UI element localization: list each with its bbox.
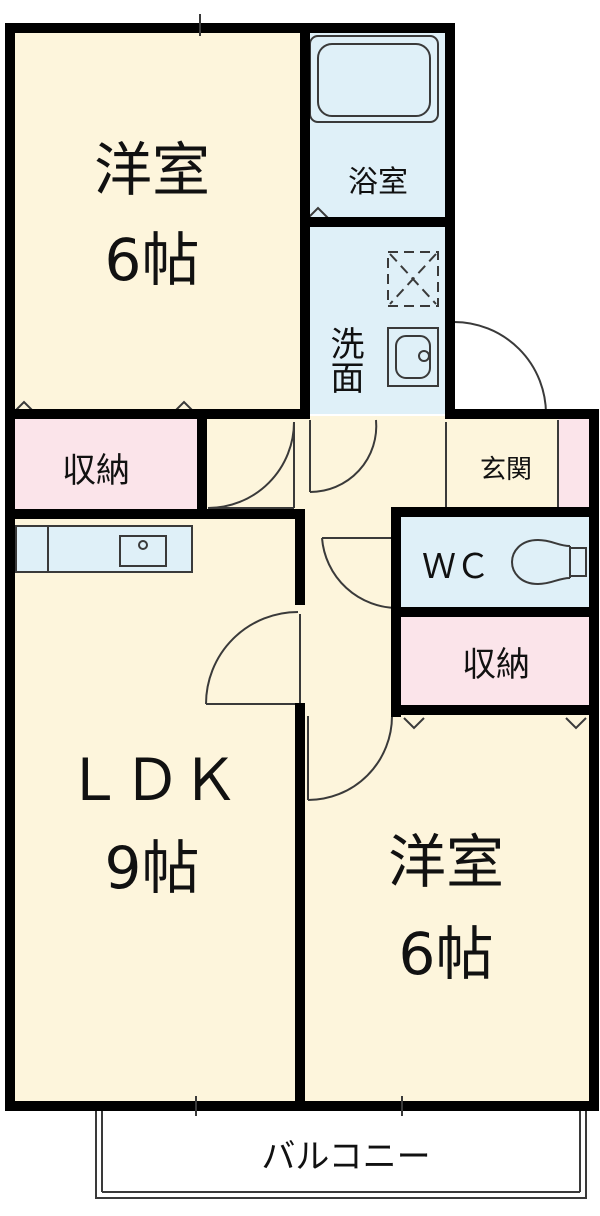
western-room-2-name: 洋室 xyxy=(388,828,504,896)
ldk-room xyxy=(10,516,302,1106)
door-storage-1-icon xyxy=(207,421,295,509)
ldk-size: 9帖 xyxy=(105,834,200,902)
ldk-name: ＬＤＫ xyxy=(65,746,239,814)
wc-label: ＷＣ xyxy=(422,547,490,587)
toilet-icon xyxy=(510,538,587,586)
washroom-label: 洗面 xyxy=(324,326,364,394)
balcony-label: バルコニー xyxy=(261,1137,430,1177)
bath-label: 浴室 xyxy=(348,165,408,200)
storage-2-label: 収納 xyxy=(462,645,530,685)
balcony xyxy=(95,1105,587,1199)
western-room-2 xyxy=(302,710,590,1106)
kitchen-counter-icon xyxy=(15,525,193,573)
door-wc-icon xyxy=(321,537,399,610)
storage-2 xyxy=(400,614,590,710)
washing-machine-icon xyxy=(387,251,439,307)
storage-1-label: 収納 xyxy=(62,451,130,491)
western-room-1 xyxy=(10,28,305,412)
wc-room xyxy=(400,516,590,608)
bath-room xyxy=(305,28,445,220)
western-room-1-name: 洋室 xyxy=(94,136,210,204)
hallway-lower xyxy=(300,510,400,710)
door-ldk-icon xyxy=(205,611,299,705)
entrance-label: 玄関 xyxy=(480,455,532,485)
washroom xyxy=(305,224,445,414)
door-washroom-icon xyxy=(309,419,378,494)
entrance-storage xyxy=(558,416,590,512)
door-entrance-icon xyxy=(453,321,547,415)
storage-1 xyxy=(10,416,206,512)
western-room-1-size: 6帖 xyxy=(105,226,200,294)
sink-icon xyxy=(387,327,439,387)
entrance xyxy=(452,416,558,512)
walls xyxy=(5,23,599,1111)
door-western-room-2-icon xyxy=(307,715,393,801)
western-room-2-size: 6帖 xyxy=(399,920,494,988)
